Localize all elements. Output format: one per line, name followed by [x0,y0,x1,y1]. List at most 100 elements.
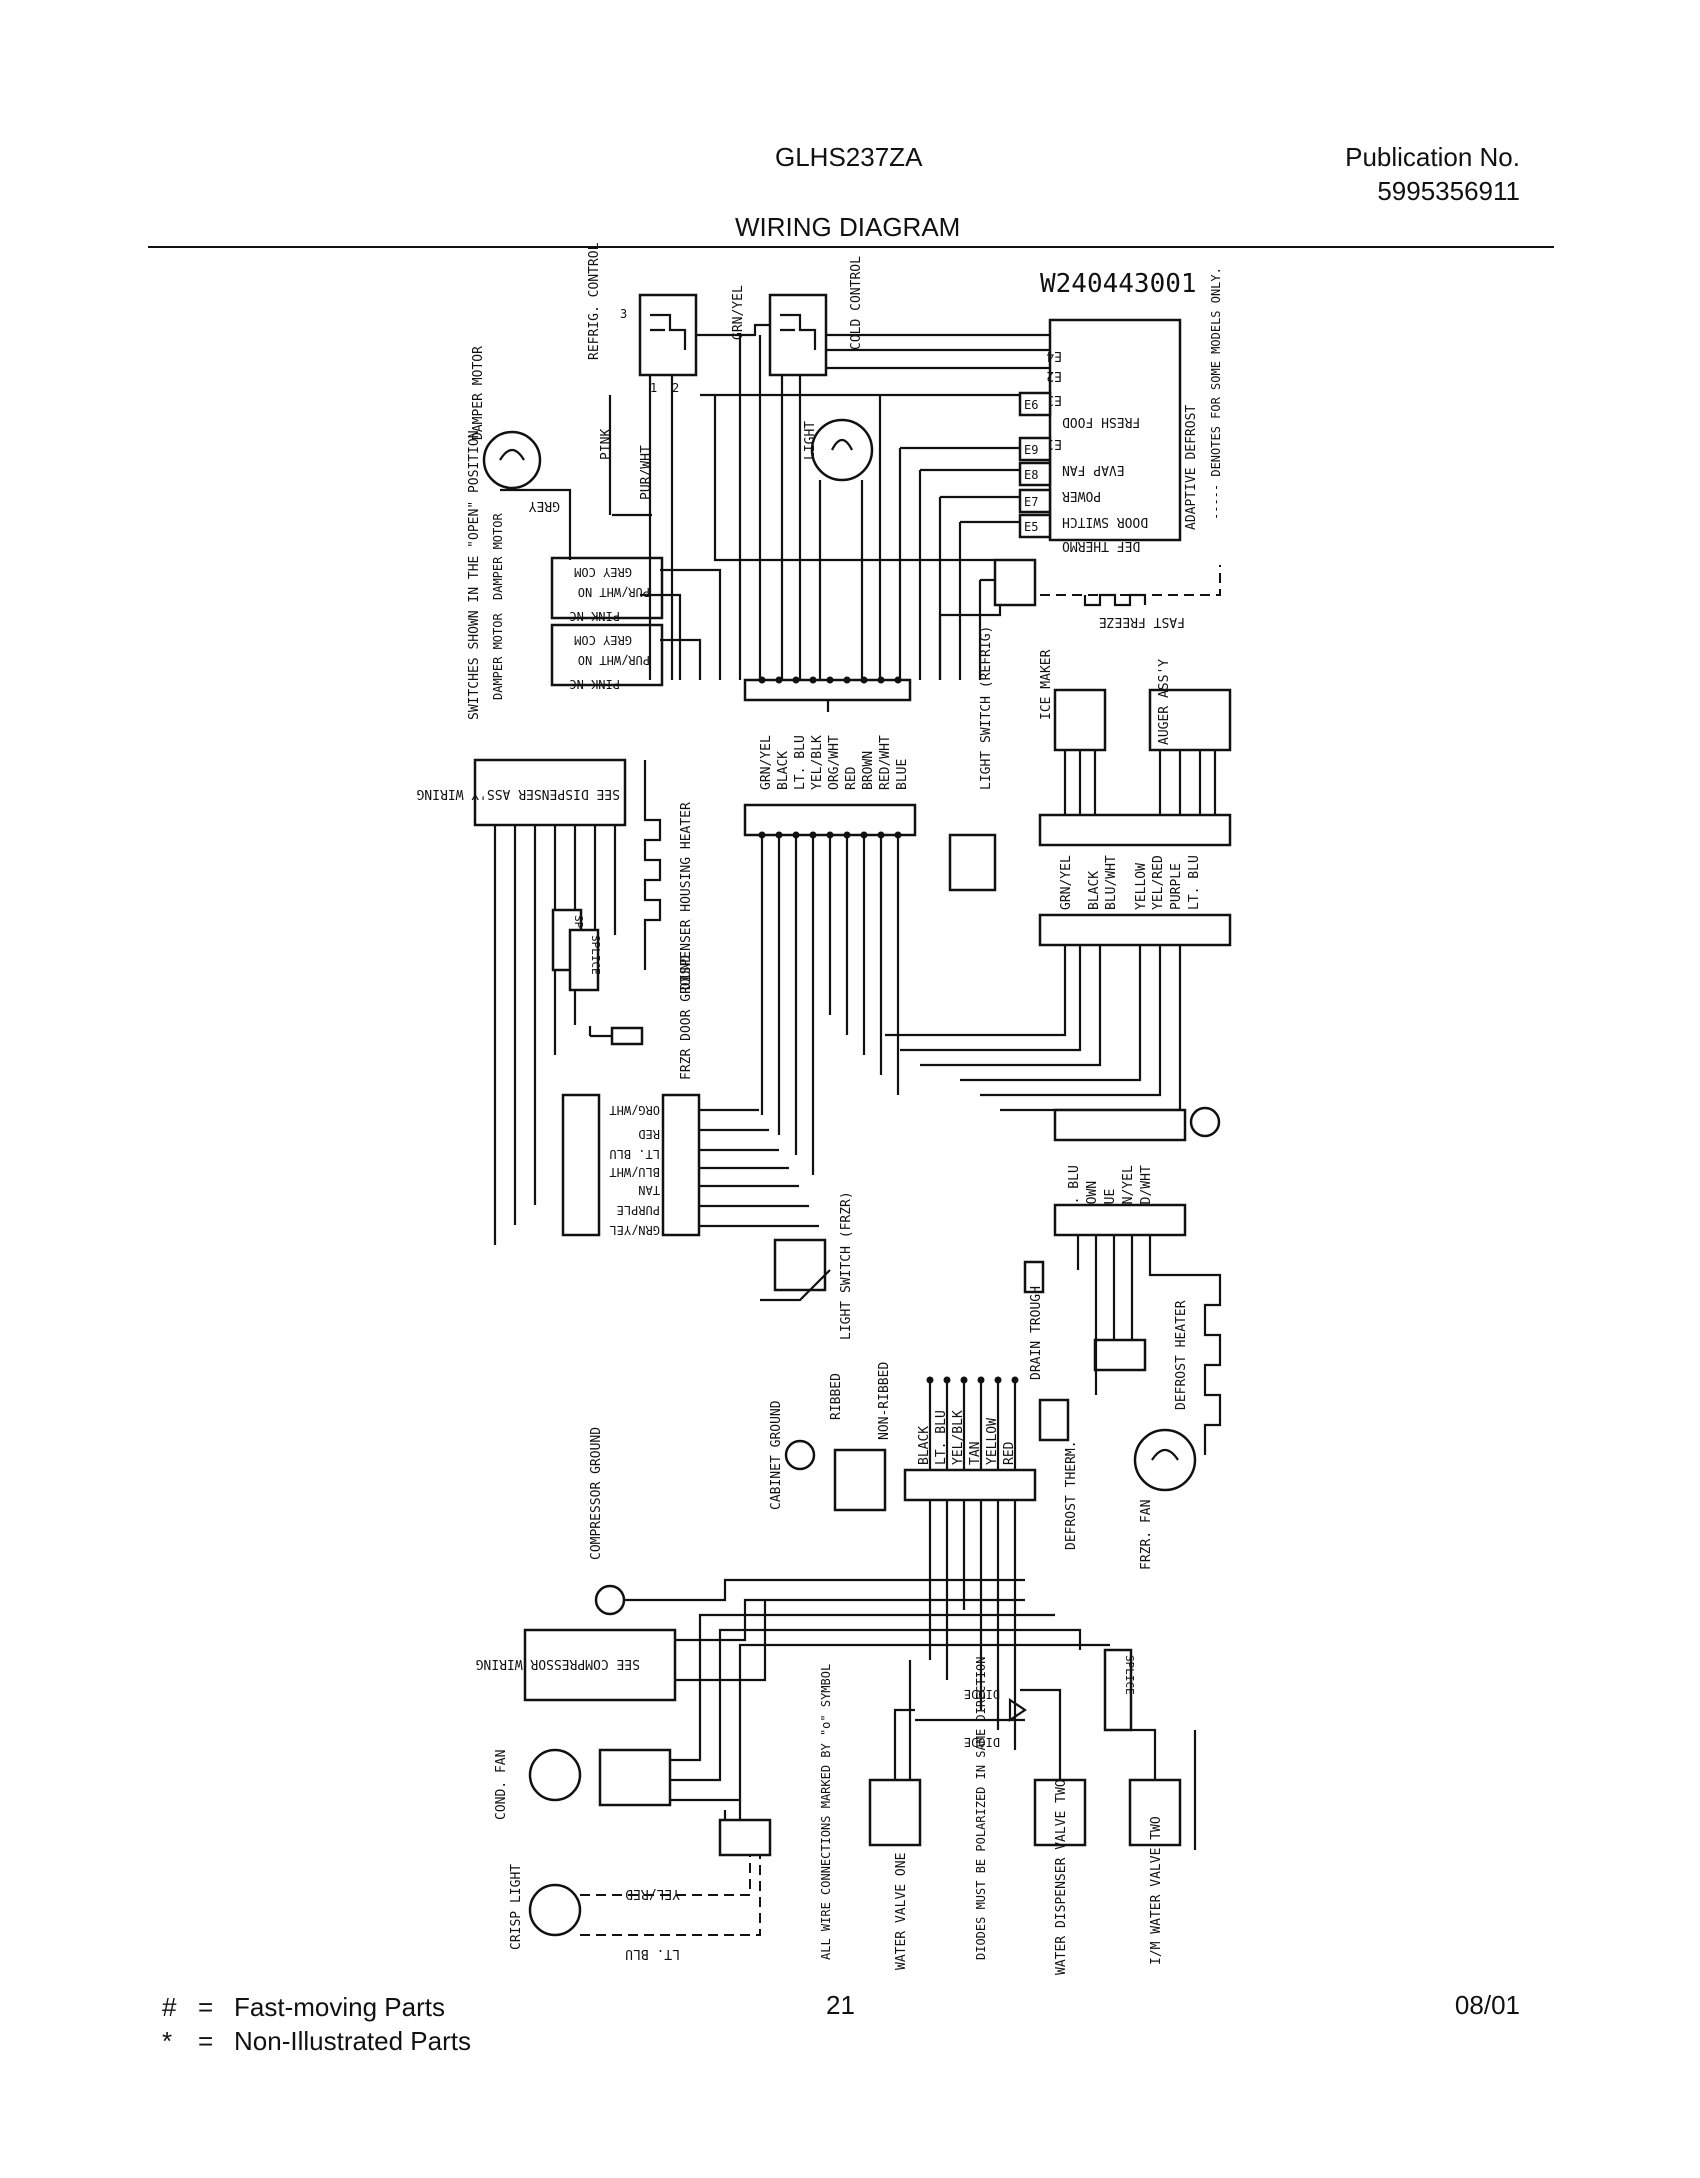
page-number: 21 [826,1990,855,2020]
bottom-wire-6: RED [1002,1441,1017,1465]
control-board: E4 E2 E3 FRESH FOOD E1 EVAP FAN POWER DO… [1018,267,1223,553]
ice-wire-5: YEL/RED [1151,855,1166,910]
water-valve-one-label: WATER VALVE ONE [894,1853,909,1970]
harness-wire-7: BROWN [861,751,876,790]
door-wire-5: TAN [638,1183,660,1197]
ice-wire-7: LT. BLU [1187,855,1202,910]
middle-to-bottom-wires [928,1380,1017,1470]
harness-wire-6: RED [844,766,859,790]
terminal-power: POWER [1062,488,1101,503]
pin-3: 3 [620,307,627,321]
im-water-valve-label: I/M WATER VALVE TWO [1149,1816,1164,1965]
harness-wire-2: BLACK [776,751,791,790]
board-note: ----- DENOTES FOR SOME MODELS ONLY. [1209,267,1223,520]
cabinet-ground: CABINET GROUND [769,1400,816,1510]
publication-label: Publication No. [1345,142,1520,172]
drain-trough: DRAIN TROUGH [1023,1260,1045,1380]
dispenser-label: SEE DISPENSER ASS'Y WIRING [416,786,620,801]
ribbed-connector: RIBBED NON-RIBBED [829,1362,892,1512]
legend-text: Non-Illustrated Parts [234,2026,471,2056]
light-label: LIGHT [803,421,818,460]
light-switch-refrig: LIGHT SWITCH (REFRIG) [948,626,997,892]
freezer-door-connector: ORG/WHT RED LT. BLU BLU/WHT TAN PURPLE G… [561,1093,819,1237]
dispenser-heater-label: DISPENSER HOUSING HEATER [679,802,694,990]
part-number: W240443001 [1040,269,1197,299]
cond-fan-label: COND. FAN [494,1750,509,1820]
harness-wire-5: ORG/WHT [827,735,842,790]
model-number: GLHS237ZA [775,142,923,172]
terminal-e2: E2 [1046,368,1062,383]
ice-connector-bottom [1038,913,1232,947]
fast-freeze: FAST FREEZE [993,558,1221,629]
compressor-label: SEE COMPRESSOR WIRING [475,1656,640,1671]
connector-e5: E5 [1024,520,1038,534]
damper-switch-a: DAMPER MOTOR GREY COM PUR/WHT NO PINK NC [491,513,664,623]
door-wire-3: LT. BLU [609,1147,660,1161]
compressor: SEE COMPRESSOR WIRING [475,1628,677,1702]
publication-number: 5995356911 [1377,176,1520,206]
diode-1-label: DIODE [964,1687,1000,1701]
legend-text: Fast-moving Parts [234,1992,445,2022]
ice-to-main-wires [885,945,1182,1112]
legend: #=Fast-moving Parts *=Non-Illustrated Pa… [162,1990,471,2058]
switches-note: SWITCHES SHOWN IN THE "OPEN" POSITION [467,430,482,720]
section-title: WIRING DIAGRAM [735,212,961,242]
bottom-wire-labels: BLACK LT. BLU YEL/BLK TAN YELLOW RED [917,1410,1017,1465]
connection-dots [758,676,1019,1384]
harness-wire-9: BLUE [895,759,910,790]
yel-red-label: YEL/RED [625,1886,680,1901]
publication-date: 08/01 [1454,1990,1520,2020]
terminal-def-thermo: DEF THERMO [1062,538,1140,553]
ice-wire-labels: GRN/YEL BLACK BLU/WHT YELLOW YEL/RED PUR… [1059,855,1202,910]
bottom-splice: SPLICE [1103,1648,1136,1732]
dispenser-assembly: SEE DISPENSER ASS'Y WIRING [416,758,627,1245]
bottom-wire-5: YELLOW [985,1418,1000,1465]
damper-switch-b: DAMPER MOTOR GREY COM PUR/WHT NO PINK NC [491,613,664,700]
connector-e6: E6 [1024,398,1038,412]
grey-label: GREY [529,498,560,513]
defrost-therm-label: DEFROST THERM. [1064,1440,1079,1550]
switch-b-pink-nc: PINK NC [569,677,620,691]
crisp-light-label: CRISP LIGHT [509,1864,524,1950]
fast-freeze-label: FAST FREEZE [1099,614,1185,629]
ice-maker: ICE MAKER [1039,649,1107,752]
dispenser-heater: DISPENSER HOUSING HEATER [643,760,694,990]
header-rule [148,246,1554,248]
ice-wire-4: YELLOW [1134,863,1149,910]
crisp-light: CRISP LIGHT YEL/RED LT. BLU [509,1818,772,1961]
water-dispenser-valve: WATER DISPENSER VALVE TWO [1033,1778,1087,1975]
switch-a-pink-nc: PINK NC [569,609,620,623]
refrig-control-label: REFRIG. CONTROL [587,242,602,360]
pur-wht-label: PUR/WHT [639,445,654,500]
pink-label: PINK [599,429,614,460]
board-title: ADAPTIVE DEFROST [1184,405,1199,530]
right-lower-wires [1076,1235,1205,1395]
ice-maker-label: ICE MAKER [1039,649,1054,720]
legend-row: #=Fast-moving Parts [162,1992,445,2022]
connector-e7: E7 [1024,495,1038,509]
light-switch-frzr-label: LIGHT SWITCH (FRZR) [839,1191,854,1340]
grn-yel-label: GRN/YEL [731,285,746,340]
door-wire-6: PURPLE [617,1203,660,1217]
board-connectors: E6 E9 E8 E7 E5 [1018,391,1052,539]
cold-control: COLD CONTROL [768,256,864,377]
door-wire-2: RED [638,1127,660,1141]
door-wire-1: ORG/WHT [609,1103,660,1117]
frzr-door-ground-label: FRZR DOOR GROUND [679,955,694,1080]
bottom-wire-2: LT. BLU [934,1410,949,1465]
defrost-heater-label: DEFROST HEATER [1174,1300,1189,1410]
defrost-therm: DEFROST THERM. [1038,1398,1079,1550]
connections-note: ALL WIRE CONNECTIONS MARKED BY "o" SYMBO… [819,1664,833,1960]
damper-motor-label: DAMPER MOTOR [471,346,486,440]
switch-a-pur-wht-no: PUR/WHT NO [578,585,650,599]
water-valve-one: WATER VALVE ONE [868,1778,922,1970]
diodes: DIODE DIODE [915,1687,1027,1749]
publication-block: Publication No. 5995356911 [1345,140,1520,208]
terminal-fresh-food: FRESH FOOD [1062,414,1140,429]
ribbed-label: RIBBED [829,1373,844,1420]
ice-wire-3: BLU/WHT [1104,855,1119,910]
compressor-ground-label: COMPRESSOR GROUND [589,1427,604,1560]
main-harness: GRN/YEL BLACK LT. BLU YEL/BLK ORG/WHT RE… [743,735,917,1175]
terminal-door-switch: DOOR SWITCH [1062,514,1148,529]
